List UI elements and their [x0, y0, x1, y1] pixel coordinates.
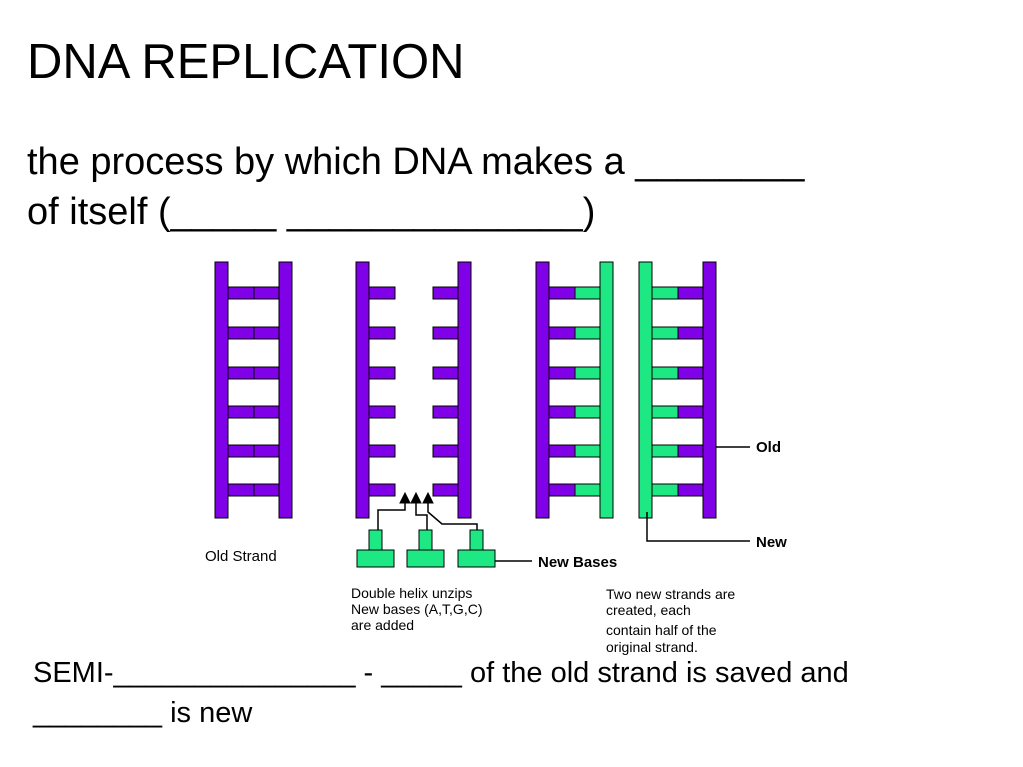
base-right-3 — [253, 366, 280, 380]
connector-2 — [415, 503, 428, 530]
daughter-b-old-base-3 — [677, 366, 704, 380]
daughter-a-old-base-4 — [548, 405, 576, 419]
daughter-a-old-base-3 — [548, 366, 576, 380]
half-base-left-6 — [368, 483, 396, 497]
half-base-left-3 — [368, 366, 396, 380]
daughter-b-new-base-6 — [651, 483, 679, 497]
base-right-2 — [253, 326, 280, 340]
result-caption-line-3: contain half of the — [606, 622, 717, 638]
daughter-b-old-base-1 — [677, 286, 704, 300]
definition-text: the process by which DNA makes a _______… — [27, 137, 804, 237]
base-pairs-daughter-b — [651, 286, 704, 497]
base-right-5 — [253, 444, 280, 458]
base-left-3 — [227, 366, 255, 380]
base-pairs-original — [227, 286, 280, 497]
half-base-right-6 — [432, 483, 459, 497]
new-label: New — [756, 534, 787, 551]
unzip-caption: Double helix unzips New bases (A,T,G,C) … — [351, 585, 482, 633]
base-left-1 — [227, 286, 255, 300]
daughter-a-new-strand — [599, 261, 614, 519]
daughter-helix-b — [638, 261, 717, 519]
result-caption: Two new strands are created, each contai… — [606, 586, 735, 655]
daughter-b-new-base-2 — [651, 326, 679, 340]
base-left-2 — [227, 326, 255, 340]
base-left-6 — [227, 483, 255, 497]
original-double-helix — [214, 261, 293, 519]
daughter-helix-a — [535, 261, 614, 519]
base-right-1 — [253, 286, 280, 300]
semi-conservative-summary: SEMI-_______________ - _____ of the old … — [33, 653, 849, 733]
daughter-a-old-base-5 — [548, 444, 576, 458]
new-base-1 — [356, 529, 395, 568]
half-base-left-2 — [368, 326, 396, 340]
daughter-a-new-base-2 — [574, 326, 601, 340]
arrow-1 — [399, 491, 411, 504]
daughter-a-new-base-5 — [574, 444, 601, 458]
daughter-b-old-base-4 — [677, 405, 704, 419]
slide-title: DNA REPLICATION — [27, 35, 465, 89]
daughter-b-old-base-6 — [677, 483, 704, 497]
half-bases-unzipped — [368, 286, 459, 497]
unzip-caption-line-1: Double helix unzips — [351, 585, 472, 601]
half-base-right-1 — [432, 286, 459, 300]
base-right-6 — [253, 483, 280, 497]
unzipped-backbone-right — [457, 261, 472, 519]
daughter-b-old-base-2 — [677, 326, 704, 340]
connector-1 — [377, 503, 406, 530]
daughter-a-old-strand — [535, 261, 550, 519]
daughter-b-new-base-4 — [651, 405, 679, 419]
half-base-left-1 — [368, 286, 396, 300]
base-pairs-daughter-a — [548, 286, 601, 497]
daughter-b-new-base-1 — [651, 286, 679, 300]
base-right-4 — [253, 405, 280, 419]
summary-line-1: SEMI-_______________ - _____ of the old … — [33, 657, 849, 689]
daughter-b-old-base-5 — [677, 444, 704, 458]
unzip-caption-line-3: are added — [351, 617, 414, 633]
result-caption-line-4: original strand. — [606, 639, 698, 655]
old-backbone-right — [278, 261, 293, 519]
definition-line-1: the process by which DNA makes a _______… — [27, 141, 805, 183]
half-base-left-5 — [368, 444, 396, 458]
arrow-2 — [410, 491, 422, 504]
new-bases — [356, 529, 496, 568]
unzipped-backbone-left — [355, 261, 370, 519]
definition-line-2: of itself (_____ ______________) — [27, 191, 596, 233]
arrow-3 — [422, 491, 434, 504]
daughter-a-old-base-6 — [548, 483, 576, 497]
daughter-a-new-base-3 — [574, 366, 601, 380]
new-callout-line — [646, 512, 750, 542]
unzipped-helix — [355, 261, 472, 519]
new-base-3 — [457, 529, 496, 568]
result-caption-line-1: Two new strands are — [606, 586, 735, 602]
daughter-b-new-strand — [638, 261, 653, 519]
half-base-right-4 — [432, 405, 459, 419]
daughter-a-new-base-4 — [574, 405, 601, 419]
unzip-caption-line-2: New bases (A,T,G,C) — [351, 601, 482, 617]
new-base-2 — [406, 529, 445, 568]
daughter-b-new-base-5 — [651, 444, 679, 458]
base-left-4 — [227, 405, 255, 419]
daughter-a-old-base-1 — [548, 286, 576, 300]
daughter-b-new-base-3 — [651, 366, 679, 380]
half-base-right-5 — [432, 444, 459, 458]
daughter-a-new-base-1 — [574, 286, 601, 300]
summary-line-2: ________ is new — [33, 697, 253, 729]
old-strand-label: Old Strand — [205, 548, 277, 565]
connector-3 — [427, 503, 478, 530]
base-insertion-arrows — [377, 491, 478, 530]
daughter-a-old-base-2 — [548, 326, 576, 340]
half-base-right-3 — [432, 366, 459, 380]
base-left-5 — [227, 444, 255, 458]
half-base-right-2 — [432, 326, 459, 340]
half-base-left-4 — [368, 405, 396, 419]
old-label: Old — [756, 439, 781, 456]
daughter-a-new-base-6 — [574, 483, 601, 497]
new-bases-label: New Bases — [538, 554, 617, 571]
result-caption-line-2: created, each — [606, 602, 691, 618]
old-backbone-left — [214, 261, 229, 519]
daughter-b-old-strand — [702, 261, 717, 519]
